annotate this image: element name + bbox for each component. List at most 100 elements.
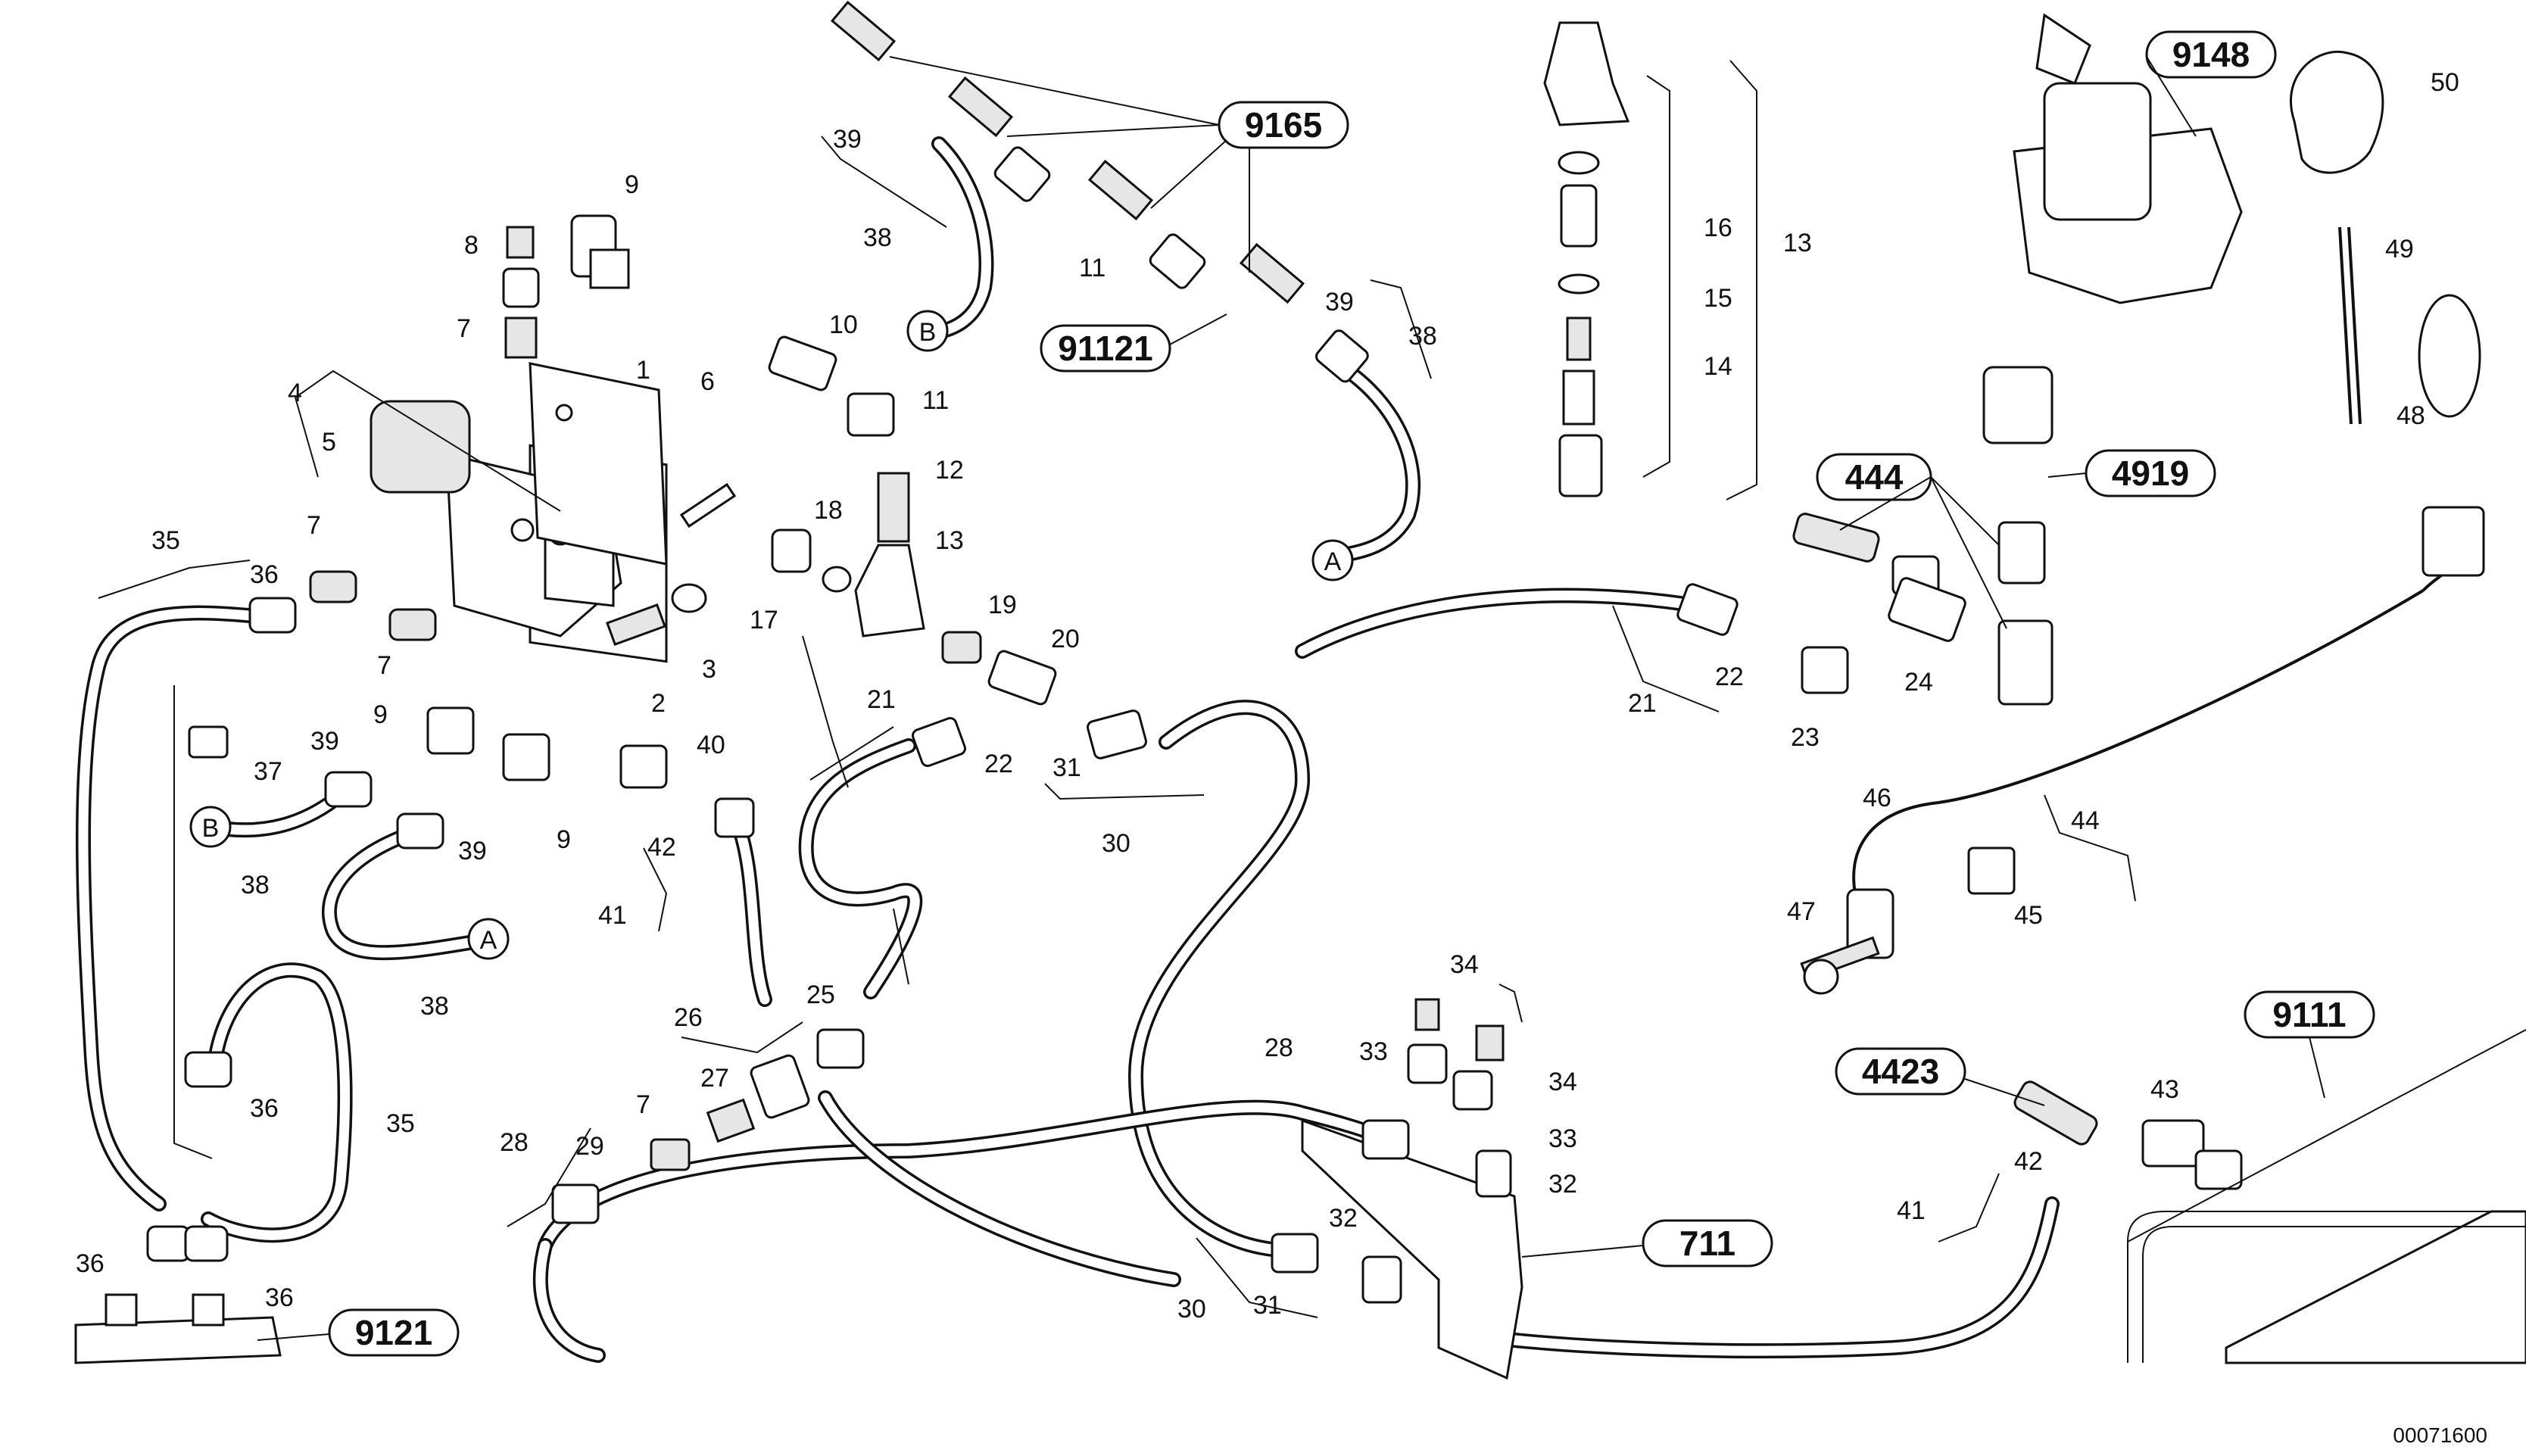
label-42b: 42 bbox=[2014, 1147, 2043, 1176]
label-9a: 9 bbox=[625, 170, 639, 199]
label-48: 48 bbox=[2397, 401, 2425, 430]
label-12: 12 bbox=[935, 456, 964, 485]
label-39b: 39 bbox=[1325, 288, 1354, 316]
label-38d: 38 bbox=[420, 992, 449, 1021]
wiring bbox=[1852, 226, 2447, 894]
ref-9121: 9121 bbox=[355, 1313, 432, 1352]
label-11a: 11 bbox=[922, 386, 949, 415]
label-19: 19 bbox=[988, 591, 1017, 619]
label-47: 47 bbox=[1787, 897, 1816, 926]
label-13b: 13 bbox=[1783, 229, 1812, 257]
label-6: 6 bbox=[700, 367, 715, 396]
connector-markers: B A B A bbox=[189, 310, 1354, 960]
label-25: 25 bbox=[806, 981, 835, 1009]
label-31b: 31 bbox=[1253, 1291, 1282, 1320]
label-35b: 35 bbox=[386, 1109, 415, 1138]
label-38c: 38 bbox=[241, 871, 270, 899]
leader-lines bbox=[98, 56, 2325, 1341]
part-number-labels: 1 2 3 4 5 6 7 7 7 7 8 9 9 9 10 11 11 12 … bbox=[76, 68, 2459, 1323]
label-34b: 34 bbox=[1548, 1068, 1577, 1096]
label-11b: 11 bbox=[1079, 254, 1106, 282]
label-16: 16 bbox=[1704, 214, 1732, 242]
ref-4423: 4423 bbox=[1862, 1052, 1939, 1091]
label-14: 14 bbox=[1704, 352, 1732, 381]
label-44: 44 bbox=[2071, 806, 2100, 835]
label-1: 1 bbox=[636, 356, 650, 385]
label-36b: 36 bbox=[250, 1094, 279, 1123]
label-7a: 7 bbox=[457, 314, 471, 343]
label-7b: 7 bbox=[307, 511, 321, 540]
connector-a-top-label: A bbox=[1324, 547, 1342, 576]
label-29: 29 bbox=[575, 1132, 604, 1161]
label-32a: 32 bbox=[1548, 1170, 1577, 1199]
connector-a-top bbox=[1311, 539, 1354, 581]
label-30a: 30 bbox=[1102, 829, 1130, 858]
ref-9111: 9111 bbox=[2272, 995, 2346, 1034]
label-9b: 9 bbox=[373, 700, 388, 729]
label-41a: 41 bbox=[598, 901, 627, 930]
label-7c: 7 bbox=[377, 651, 391, 680]
label-2: 2 bbox=[651, 689, 666, 718]
parts bbox=[74, 0, 2526, 1380]
label-39a: 39 bbox=[833, 125, 862, 154]
label-42a: 42 bbox=[647, 833, 676, 862]
label-43: 43 bbox=[2150, 1075, 2179, 1104]
ref-9148: 9148 bbox=[2172, 35, 2250, 74]
label-33a: 33 bbox=[1359, 1037, 1388, 1066]
ref-9165: 9165 bbox=[1245, 105, 1322, 145]
connector-b-left bbox=[189, 806, 232, 848]
label-10: 10 bbox=[829, 310, 858, 339]
label-36d: 36 bbox=[265, 1283, 294, 1312]
label-34a: 34 bbox=[1450, 950, 1479, 979]
label-22a: 22 bbox=[984, 750, 1013, 778]
label-46: 46 bbox=[1863, 784, 1891, 812]
label-35a: 35 bbox=[151, 526, 180, 555]
label-3: 3 bbox=[702, 655, 716, 684]
connector-a-left bbox=[467, 918, 510, 960]
label-28a: 28 bbox=[1265, 1034, 1293, 1062]
label-28b: 28 bbox=[500, 1128, 529, 1157]
label-21a: 21 bbox=[867, 685, 896, 714]
label-20: 20 bbox=[1051, 625, 1080, 653]
label-30b: 30 bbox=[1177, 1295, 1206, 1323]
label-40: 40 bbox=[697, 731, 725, 759]
label-26: 26 bbox=[674, 1003, 703, 1032]
label-7d: 7 bbox=[636, 1090, 650, 1119]
connector-b-left-label: B bbox=[202, 814, 220, 843]
label-8: 8 bbox=[464, 231, 479, 260]
label-24: 24 bbox=[1904, 668, 1933, 697]
connector-a-left-label: A bbox=[480, 926, 497, 955]
label-38b: 38 bbox=[1408, 322, 1437, 351]
ref-444: 444 bbox=[1845, 457, 1904, 497]
document-id: 00071600 bbox=[2393, 1423, 2487, 1447]
label-23: 23 bbox=[1791, 723, 1820, 752]
label-36c: 36 bbox=[76, 1249, 104, 1278]
ref-91121: 91121 bbox=[1058, 329, 1152, 368]
label-33b: 33 bbox=[1548, 1124, 1577, 1153]
label-27: 27 bbox=[700, 1064, 729, 1093]
label-31a: 31 bbox=[1052, 753, 1081, 782]
label-38a: 38 bbox=[863, 223, 892, 252]
label-15: 15 bbox=[1704, 284, 1732, 313]
label-21b: 21 bbox=[1628, 689, 1657, 718]
hoses bbox=[76, 136, 2060, 1363]
label-37: 37 bbox=[254, 757, 282, 786]
label-39c: 39 bbox=[310, 727, 339, 756]
label-4: 4 bbox=[288, 379, 302, 407]
label-39d: 39 bbox=[458, 837, 487, 865]
label-18: 18 bbox=[814, 496, 843, 525]
label-49: 49 bbox=[2385, 235, 2414, 263]
label-13a: 13 bbox=[935, 526, 964, 555]
label-5: 5 bbox=[322, 428, 336, 457]
label-50: 50 bbox=[2431, 68, 2459, 97]
connector-b-top-label: B bbox=[919, 318, 937, 347]
ref-711: 711 bbox=[1679, 1224, 1735, 1263]
connector-b-top bbox=[906, 310, 949, 352]
label-22b: 22 bbox=[1715, 663, 1744, 691]
ref-4919: 4919 bbox=[2112, 454, 2189, 493]
label-36a: 36 bbox=[250, 560, 279, 589]
label-32b: 32 bbox=[1329, 1204, 1358, 1233]
label-45: 45 bbox=[2014, 901, 2043, 930]
label-41b: 41 bbox=[1897, 1196, 1926, 1225]
